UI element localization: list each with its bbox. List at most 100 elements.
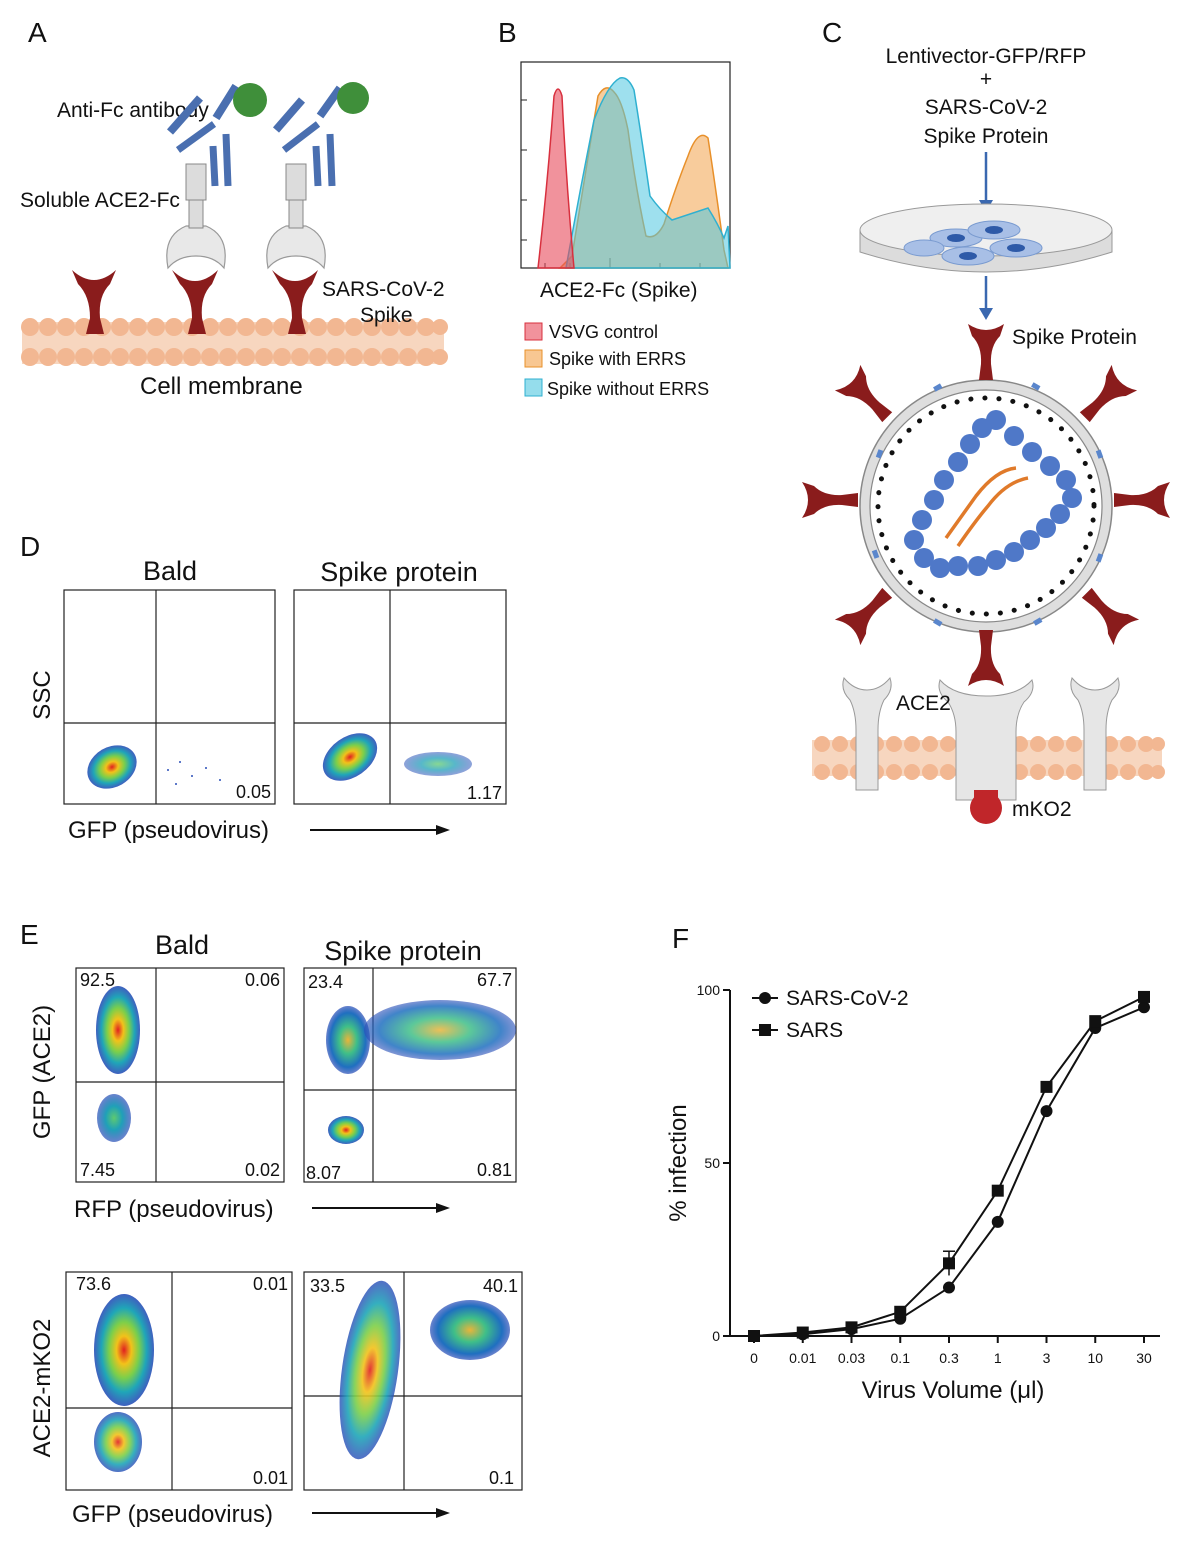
e-top-spike-ur: 67.7: [477, 970, 512, 990]
ace2-receptor-icon: [1070, 676, 1120, 791]
histogram-spike-without-errs: [565, 77, 731, 269]
sars-cov-2-label-c: SARS-CoV-2: [925, 96, 1048, 119]
spike-protein-pointer-label: Spike Protein: [1012, 326, 1137, 349]
data-point-square: [796, 1326, 809, 1339]
legend-marker-circle: [759, 992, 771, 1004]
arrow-right-icon: [312, 1508, 450, 1518]
data-point-square: [845, 1321, 858, 1334]
anti-fc-label: Anti-Fc antibody: [57, 99, 209, 122]
spike-protein-icon: [834, 364, 893, 423]
bald-title-e: Bald: [155, 930, 209, 960]
x-tick-label: 0.3: [939, 1350, 959, 1366]
ace2-label: ACE2: [896, 692, 951, 715]
arrow-down-icon: [979, 276, 993, 320]
x-tick-label: 10: [1087, 1350, 1103, 1366]
arrow-right-icon: [312, 1203, 450, 1213]
e-bottom-spike-lr: 0.1: [489, 1468, 514, 1488]
data-point-square: [748, 1330, 760, 1342]
x-tick-label: 0.01: [789, 1350, 816, 1366]
e-bottom-spike-ur: 40.1: [483, 1276, 518, 1296]
cell-membrane-label: Cell membrane: [140, 373, 303, 400]
x-tick-label: 1: [994, 1350, 1002, 1366]
spike-protein-icon: [1079, 364, 1138, 423]
x-tick-label: 0: [750, 1350, 758, 1366]
spike-protein-icon: [968, 630, 1004, 686]
d-spike-value: 1.17: [467, 783, 502, 803]
panel-e-letter: E: [20, 919, 39, 950]
panel-a: A Anti-Fc antibody Soluble ACE2-Fc: [20, 17, 448, 400]
plus-label: +: [980, 68, 992, 91]
data-point-square: [1040, 1080, 1053, 1093]
y-tick-label: 50: [704, 1155, 720, 1171]
e-top-bald-lr: 0.02: [245, 1160, 280, 1180]
data-point-circle: [1040, 1105, 1053, 1118]
spike-protein-icon: [172, 270, 218, 334]
legend-spike-without-errs: Spike without ERRS: [547, 379, 709, 399]
x-tick-label: 0.1: [891, 1350, 911, 1366]
arrow-down-icon: [979, 152, 993, 212]
ace2-fc-construct-icon: [166, 83, 267, 270]
y-axis-label: % infection: [665, 1104, 692, 1221]
gfp-pseudovirus-label-e: GFP (pseudovirus): [72, 1501, 273, 1528]
data-point-circle: [943, 1281, 955, 1294]
ssc-label: SSC: [29, 670, 56, 719]
spike-protein-label-c: Spike Protein: [924, 125, 1049, 148]
y-tick-label: 100: [697, 982, 721, 998]
legend-swatch-without-errs: [524, 378, 543, 397]
e-top-spike-ul: 23.4: [308, 972, 343, 992]
data-point-square: [1138, 990, 1150, 1003]
ace2-fc-construct-icon: [266, 82, 369, 270]
e-bottom-spike-ul: 33.5: [310, 1276, 345, 1296]
spike-title-d: Spike protein: [320, 557, 478, 587]
legend-label: SARS-CoV-2: [786, 987, 909, 1010]
panel-d: D Bald Spike protein SSC 0.05 1.17 GFP (…: [20, 531, 507, 844]
x-axis-label: Virus Volume (μl): [862, 1377, 1045, 1404]
panel-a-letter: A: [28, 17, 47, 48]
ace2-mko2-label: ACE2-mKO2: [29, 1319, 56, 1458]
legend-spike-with-errs: Spike with ERRS: [549, 349, 686, 369]
data-point-square: [1089, 1015, 1102, 1028]
arrow-right-icon: [310, 825, 450, 835]
spike-label: Spike: [360, 304, 413, 327]
panel-c: C Lentivector-GFP/RFP + SARS-CoV-2 Spike…: [802, 17, 1170, 824]
panel-f-letter: F: [672, 923, 689, 954]
flow-plot-e-top-spike: 23.4 67.7 8.07 0.81: [303, 967, 517, 1183]
x-tick-label: 0.03: [838, 1350, 865, 1366]
mko2-tag-icon: [970, 790, 1002, 824]
flow-plot-e-top-bald: 92.5 0.06 7.45 0.02: [75, 967, 285, 1183]
spike-protein-icon: [968, 324, 1004, 380]
culture-dish-icon: [859, 203, 1113, 273]
soluble-ace2-fc-label: Soluble ACE2-Fc: [20, 189, 180, 212]
e-top-spike-ll: 8.07: [306, 1163, 341, 1183]
panel-b: B ACE2-Fc (Spike) VSVG control Spike wit…: [498, 17, 731, 399]
data-point-circle: [1138, 1001, 1150, 1014]
legend-vsvg-control: VSVG control: [549, 322, 658, 342]
panel-d-letter: D: [20, 531, 40, 562]
gfp-pseudovirus-label-d: GFP (pseudovirus): [68, 817, 269, 844]
pseudovirus-particle-icon: [859, 379, 1113, 633]
flow-plot-e-bottom-spike: 33.5 40.1 0.1: [303, 1271, 523, 1491]
data-point-circle: [991, 1215, 1004, 1228]
e-top-bald-ul: 92.5: [80, 970, 115, 990]
histogram-x-label: ACE2-Fc (Spike): [540, 279, 698, 302]
data-point-square: [991, 1184, 1004, 1197]
ace2-receptor-icon: [842, 676, 892, 791]
histogram-legend: VSVG control Spike with ERRS Spike witho…: [524, 322, 709, 399]
spike-protein-icon: [72, 270, 116, 334]
e-top-bald-ur: 0.06: [245, 970, 280, 990]
e-bottom-bald-ul: 73.6: [76, 1274, 111, 1294]
e-top-bald-ll: 7.45: [80, 1160, 115, 1180]
spike-protein-icon: [1114, 482, 1170, 518]
e-bottom-bald-ur: 0.01: [253, 1274, 288, 1294]
legend-label: SARS: [786, 1019, 843, 1042]
y-tick-label: 0: [712, 1328, 720, 1344]
mko2-label: mKO2: [1012, 798, 1072, 821]
panel-c-letter: C: [822, 17, 842, 48]
lentivector-label: Lentivector-GFP/RFP: [886, 45, 1087, 68]
x-tick-label: 3: [1043, 1350, 1051, 1366]
panel-b-letter: B: [498, 17, 517, 48]
x-tick-label: 30: [1136, 1350, 1152, 1366]
